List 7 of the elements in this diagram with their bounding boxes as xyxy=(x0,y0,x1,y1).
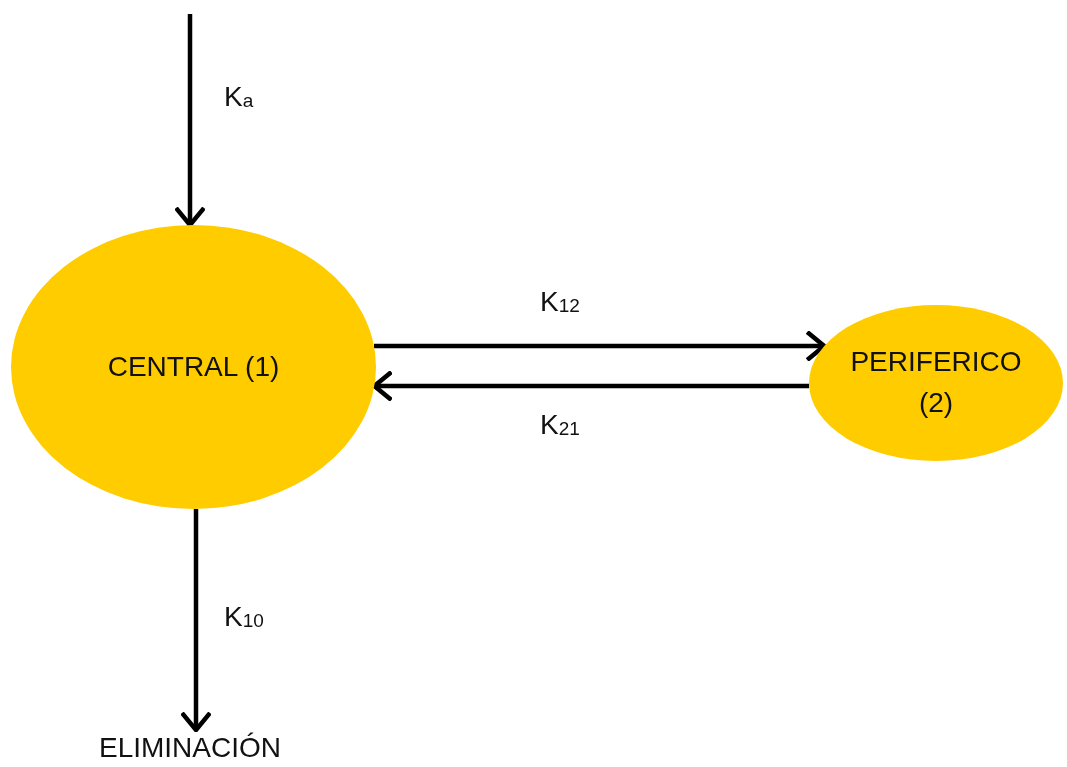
node-text: PERIFERICO (2) xyxy=(849,345,1023,420)
arrow xyxy=(374,329,827,363)
arrow xyxy=(372,369,810,403)
node-text: ELIMINACIÓN xyxy=(99,731,281,766)
node-text: CENTRAL (1) xyxy=(107,349,280,384)
arrow xyxy=(173,14,207,228)
arrow xyxy=(179,509,213,733)
